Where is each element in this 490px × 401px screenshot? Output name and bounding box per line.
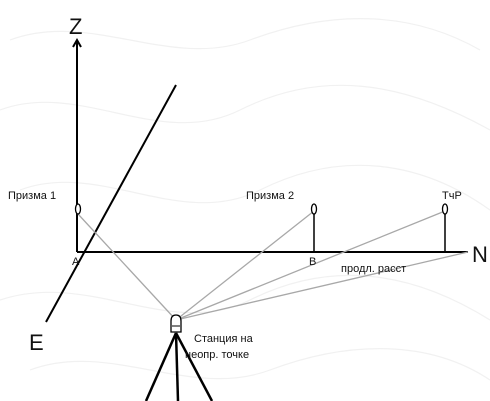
n-axis-label: N [472,242,488,267]
background-contours [0,18,490,381]
z-axis-arrow [72,37,82,48]
extension-line [175,251,469,321]
prism1-marker [74,203,82,215]
point-b-label: B [309,256,316,268]
z-axis-label: Z [69,14,82,39]
tripod [144,332,214,401]
sight-line-prism2 [175,210,315,321]
e-axis-line [45,84,177,323]
station-label-line1: Станция на [194,333,254,345]
point-a-label: A [72,256,80,268]
sight-line-tchr [175,210,446,321]
prism2-marker [310,203,318,215]
prism1-label: Призма 1 [8,190,56,202]
station-label-line2: неопр. точке [185,349,249,361]
prism2-label: Призма 2 [246,190,294,202]
sight-line-prism1 [77,213,177,321]
tchr-marker [441,203,449,215]
tchr-label: ТчР [442,190,462,202]
e-axis-label: E [29,330,44,355]
station-instrument [170,314,182,333]
extension-label: продл. расст [341,263,406,275]
